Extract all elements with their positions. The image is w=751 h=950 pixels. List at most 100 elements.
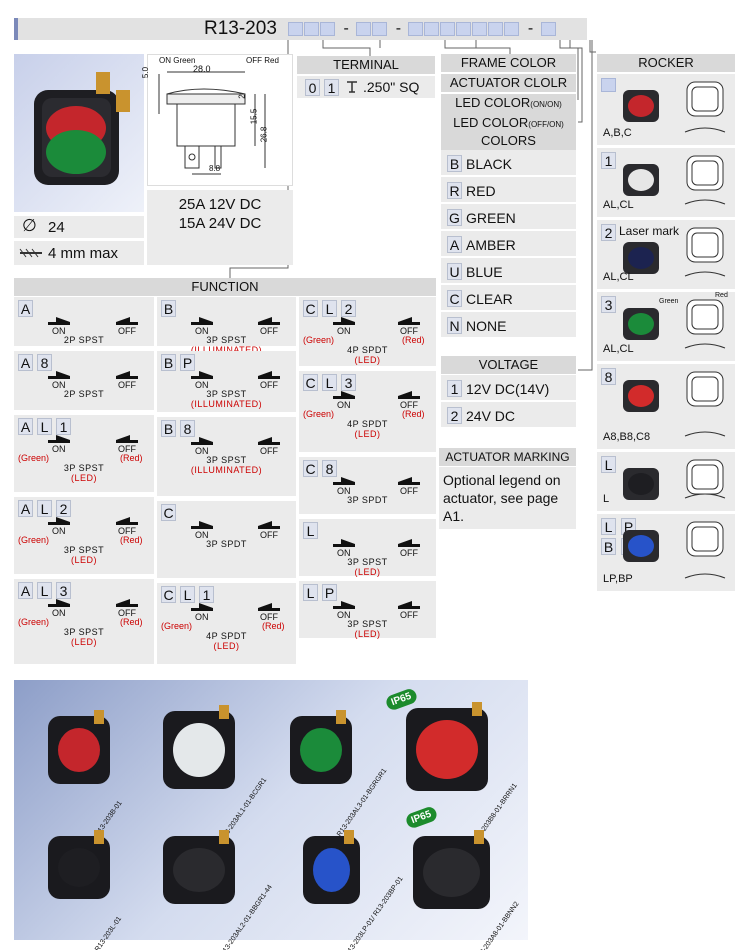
dash: - bbox=[395, 20, 402, 37]
rocker-code: 2 bbox=[601, 224, 616, 241]
rocker-photo-icon bbox=[623, 380, 659, 412]
color-code: R bbox=[447, 182, 462, 199]
dim-5-0: 5.0 bbox=[141, 66, 151, 79]
led-off-text: LED COLOR bbox=[453, 115, 529, 130]
function-name: 3P SPST bbox=[347, 619, 388, 629]
rocker-drawing-icon bbox=[684, 227, 726, 277]
rocker-photo-icon bbox=[623, 242, 659, 274]
function-led: (LED) bbox=[70, 637, 97, 647]
product-photo-icon bbox=[406, 702, 488, 791]
function-code: C bbox=[161, 586, 176, 603]
on-toggle-icon bbox=[191, 317, 213, 325]
frame-color-label: FRAME COLOR bbox=[441, 54, 576, 72]
function-name: 3P SPST bbox=[63, 463, 105, 473]
off-label: OFF bbox=[118, 608, 136, 618]
color-code: G bbox=[447, 209, 462, 226]
off-label: OFF bbox=[118, 326, 136, 336]
rocker-red-label: Red bbox=[715, 292, 728, 299]
color-code: U bbox=[447, 263, 462, 280]
on-toggle-icon bbox=[191, 371, 213, 379]
off-toggle-icon bbox=[116, 517, 138, 525]
function-code: 8 bbox=[37, 354, 52, 371]
product-photo-icon bbox=[413, 830, 490, 909]
color-name: BLACK bbox=[466, 156, 512, 172]
color-name: RED bbox=[466, 183, 496, 199]
function-code: A bbox=[18, 354, 33, 371]
voltage-code: 2 bbox=[447, 407, 462, 424]
terminal-code-1: 1 bbox=[324, 79, 339, 96]
function-code: 1 bbox=[56, 418, 71, 435]
function-name: 3P SPST bbox=[206, 389, 247, 399]
rocker-header: ROCKER bbox=[597, 54, 735, 72]
function-code: C bbox=[303, 300, 318, 317]
code-slot bbox=[304, 21, 319, 36]
function-name: 4P SPDT bbox=[206, 631, 247, 641]
function-code: 2 bbox=[341, 300, 356, 317]
diameter-row: ∅ 24 bbox=[14, 216, 144, 238]
color-name: BLUE bbox=[466, 264, 503, 280]
function-name: 3P SPST bbox=[206, 455, 247, 465]
off-label: OFF bbox=[118, 380, 136, 390]
dash: - bbox=[343, 20, 349, 37]
function-code: B bbox=[161, 354, 176, 371]
dim-off-label: OFF Red bbox=[246, 56, 279, 65]
off-label: OFF bbox=[118, 526, 136, 536]
dimension-drawing-panel bbox=[147, 54, 293, 186]
code-slot bbox=[408, 21, 424, 36]
function-led: (LED) bbox=[70, 473, 97, 483]
code-slot bbox=[540, 21, 556, 36]
function-code: 8 bbox=[180, 420, 195, 437]
off-label: OFF bbox=[260, 446, 278, 456]
code-slot bbox=[372, 21, 388, 36]
led-on-label: LED COLOR(ON/ON) bbox=[441, 94, 576, 114]
dim-8-8: 8.8 bbox=[209, 164, 221, 173]
function-name: 3P SPST bbox=[206, 335, 247, 345]
rocker-code: L bbox=[601, 456, 616, 473]
function-led: (ILLUMINATED) bbox=[190, 399, 263, 409]
on-label: ON bbox=[195, 530, 209, 540]
color-name: GREEN bbox=[466, 210, 516, 226]
product-photo-icon bbox=[163, 830, 235, 904]
terminal-header: TERMINAL bbox=[297, 56, 435, 74]
function-code: 1 bbox=[199, 586, 214, 603]
color-code: N bbox=[447, 317, 462, 334]
on-label: ON bbox=[195, 446, 209, 456]
rocker-drawing-icon bbox=[684, 459, 726, 499]
rocker-drawing-icon bbox=[684, 81, 726, 133]
on-toggle-icon bbox=[333, 601, 355, 609]
voltage-name: 12V DC(14V) bbox=[466, 381, 550, 397]
red-label: (Red) bbox=[120, 617, 143, 627]
product-photo-icon bbox=[303, 830, 360, 904]
terminal-desc: .250" SQ bbox=[363, 79, 420, 95]
function-code: 3 bbox=[56, 582, 71, 599]
function-code: L bbox=[37, 418, 52, 435]
code-slot bbox=[504, 21, 520, 36]
code-slot bbox=[320, 21, 335, 36]
rocker-caption: AL,CL bbox=[603, 199, 634, 211]
rocker-drawing-icon bbox=[684, 155, 726, 205]
function-name: 3P SPDT bbox=[347, 495, 388, 505]
rocker-code: L bbox=[601, 518, 616, 535]
product-photo-icon bbox=[48, 710, 110, 784]
rocker-code: 3 bbox=[601, 296, 616, 313]
function-header: FUNCTION bbox=[14, 278, 436, 296]
